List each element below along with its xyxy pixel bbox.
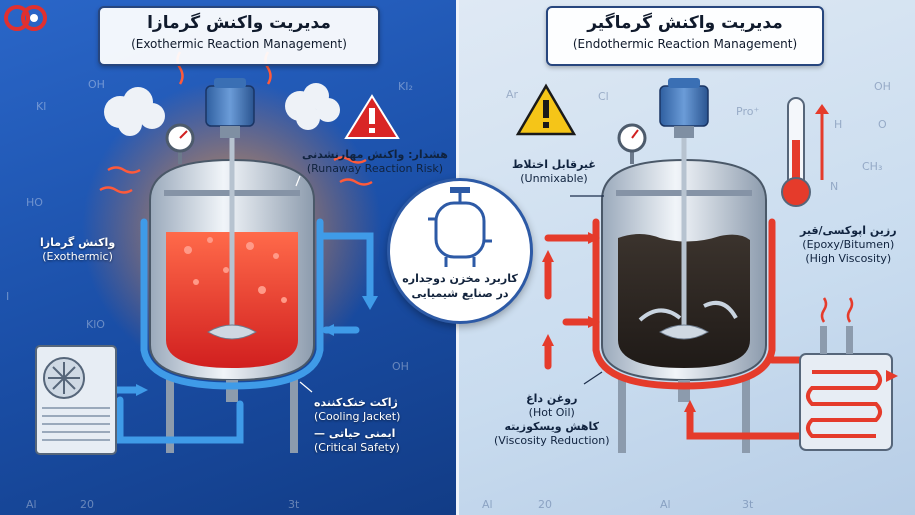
viscosity-reduction-fa: کاهش ویسکوزیته (504, 420, 600, 433)
tank-icon (428, 187, 492, 267)
hot-oil-en: (Hot Oil) (528, 406, 575, 419)
cooling-jacket-en: (Cooling Jacket) (314, 410, 401, 423)
pressure-gauge-icon (165, 123, 195, 164)
steam-cloud-icon (104, 87, 165, 136)
bg-chem-text: Pro⁺ (736, 105, 760, 118)
warning-triangle-icon (344, 94, 400, 139)
runaway-warning-label: هشدار: واکنش مهارنشدنی (Runaway Reaction… (302, 148, 448, 176)
bg-chem-text: 3t (288, 498, 300, 511)
flow-arrow-icon (136, 296, 378, 396)
exothermic-title-fa: مدیریت واکنش گرمازا (147, 13, 331, 33)
exothermic-label: واکنش گرمازا (Exothermic) (40, 236, 115, 264)
bg-chem-text: H (834, 118, 843, 131)
bg-chem-text: HO (26, 196, 43, 209)
cooling-jacket-label: ژاکت خنک‌کننده (Cooling Jacket) ایمنی حی… (314, 396, 400, 455)
bg-chem-text: Cl (598, 90, 609, 103)
bg-chem-text: OH (874, 80, 891, 93)
resin-en: (Epoxy/Bitumen) (802, 238, 895, 251)
steam-cloud-icon (285, 83, 340, 130)
bg-chem-text: Al (26, 498, 37, 511)
chiller-icon (35, 345, 117, 455)
exothermic-label-en: (Exothermic) (42, 250, 113, 263)
heater-icon (799, 297, 898, 451)
bg-chem-text: KlO (86, 318, 105, 331)
hot-oil-label: روغن داغ (Hot Oil) کاهش ویسکوزیته (Visco… (494, 392, 610, 448)
bg-chem-text: Al (660, 498, 671, 511)
bg-chem-text: CH₃ (862, 160, 883, 173)
unmixable-en: (Unmixable) (520, 172, 588, 185)
endothermic-title-en: (Endothermic Reaction Management) (572, 37, 798, 51)
bg-chem-text: I (6, 290, 10, 303)
thermometer-icon (781, 97, 829, 207)
pressure-gauge-icon (617, 123, 647, 164)
brand-logo-icon[interactable] (4, 5, 47, 31)
bg-chem-text: Ar (506, 88, 519, 101)
viscosity-reduction-en: (Viscosity Reduction) (494, 434, 610, 447)
leader-lines-left (295, 175, 313, 393)
unmixable-label: غیرقابل اختلاط (Unmixable) (512, 158, 596, 186)
critical-safety-fa: ایمنی حیاتی — (314, 427, 396, 440)
bg-chem-text: OH (88, 78, 105, 91)
bg-chem-text: 20 (538, 498, 552, 511)
hot-oil-jacket (544, 218, 824, 440)
endothermic-title-fa: مدیریت واکنش گرماگیر (587, 13, 783, 33)
bg-chem-text: N (830, 180, 839, 193)
motor-icon (205, 78, 255, 138)
caution-triangle-icon (515, 83, 577, 136)
cooling-jacket-fa: ژاکت خنک‌کننده (314, 396, 398, 409)
center-caption-line1: کاربرد مخزن دوجداره (402, 272, 518, 285)
center-badge: کاربرد مخزن دوجداره در صنایع شیمیایی (387, 178, 533, 324)
cooling-jacket (106, 218, 374, 444)
critical-safety-en: (Critical Safety) (314, 441, 400, 454)
flow-arrow-icon (542, 232, 696, 412)
bg-chem-text: 3t (742, 498, 754, 511)
bg-chem-text: Kl (36, 100, 47, 113)
hot-oil-fa: روغن داغ (526, 392, 578, 405)
runaway-warning-fa: هشدار: واکنش مهارنشدنی (302, 148, 448, 161)
exothermic-title-box: مدیریت واکنش گرمازا (Exothermic Reaction… (98, 6, 380, 66)
center-caption-line2: در صنایع شیمیایی (411, 287, 509, 300)
resin-fa: رزین اپوکسی/قیر (800, 224, 897, 237)
bg-chem-text: KI₂ (398, 80, 413, 93)
endothermic-title-box: مدیریت واکنش گرماگیر (Endothermic Reacti… (546, 6, 824, 66)
bg-chem-text: Al (482, 498, 493, 511)
bg-chem-text: 20 (80, 498, 94, 511)
motor-icon (659, 78, 709, 138)
exothermic-label-fa: واکنش گرمازا (40, 236, 116, 249)
leader-lines-right (570, 195, 604, 385)
bg-chem-text: O (878, 118, 887, 131)
viscosity-en: (High Viscosity) (805, 252, 892, 265)
center-caption: کاربرد مخزن دوجداره در صنایع شیمیایی (390, 271, 530, 301)
runaway-warning-en: (Runaway Reaction Risk) (306, 162, 444, 175)
exothermic-reactor (149, 138, 315, 453)
bg-chem-text: OH (392, 360, 409, 373)
exothermic-title-en: (Exothermic Reaction Management) (131, 37, 347, 51)
unmixable-fa: غیرقابل اختلاط (512, 158, 596, 171)
resin-label: رزین اپوکسی/قیر (Epoxy/Bitumen) (High Vi… (800, 224, 897, 266)
endothermic-reactor (601, 138, 767, 453)
